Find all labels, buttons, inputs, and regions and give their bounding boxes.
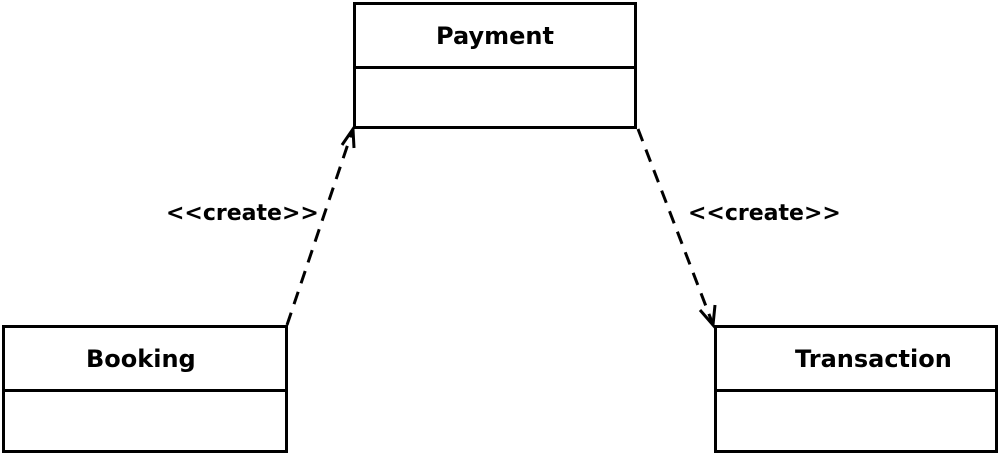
arrowhead-payment-transaction xyxy=(698,304,717,329)
class-name-booking: Booking xyxy=(5,328,285,392)
dependency-line-payment-transaction xyxy=(636,128,714,323)
stereotype-label-payment-transaction: <<create>> xyxy=(688,201,841,226)
arrowhead-booking-payment xyxy=(340,124,356,149)
stereotype-label-booking-payment: <<create>> xyxy=(166,201,319,226)
class-payment[interactable]: Payment xyxy=(353,2,637,129)
dependency-line-booking-payment xyxy=(285,131,354,326)
class-name-transaction: Transaction xyxy=(717,328,995,392)
class-name-payment: Payment xyxy=(356,5,634,69)
class-booking[interactable]: Booking xyxy=(2,325,288,453)
class-transaction[interactable]: Transaction xyxy=(714,325,998,453)
